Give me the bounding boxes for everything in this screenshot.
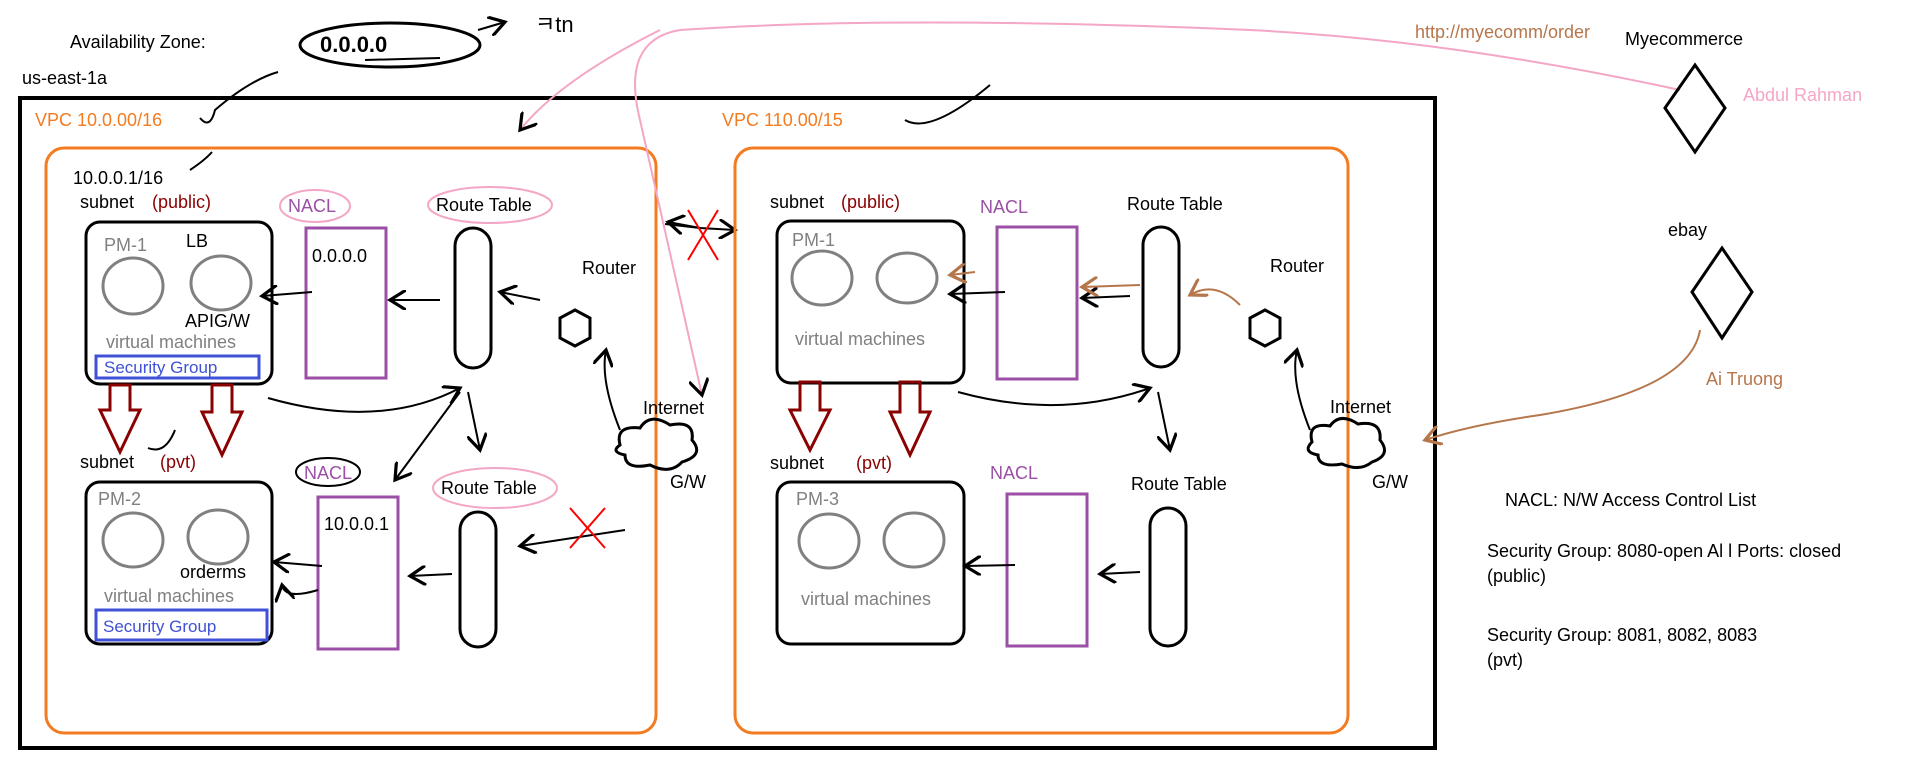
route-table-label-public-right: Route Table	[1127, 194, 1223, 214]
vms-label: virtual machines	[106, 332, 236, 352]
vm-circle	[797, 512, 861, 570]
subnet-type-public-left: (public)	[152, 192, 211, 212]
flow-arrow-down	[97, 383, 143, 456]
router-label-right: Router	[1270, 256, 1324, 276]
subnet-type-public-right: (public)	[841, 192, 900, 212]
pm3-label: PM-3	[796, 489, 839, 509]
ebay-request-path	[1425, 329, 1701, 440]
svg-text:ㅋtn: ㅋtn	[535, 12, 574, 37]
nacl-value-pvt-left: 10.0.0.1	[324, 514, 389, 534]
subnet-label-pvt-right: subnet	[770, 453, 824, 473]
ip-scribble: 0.0.0.0 ㅋtn	[298, 12, 574, 69]
availability-zone-label: Availability Zone:	[70, 32, 206, 52]
gateway-label-left: G/W	[670, 472, 706, 492]
route-table-label-public-left: Route Table	[436, 195, 532, 215]
user-ai-truong: Ai Truong	[1706, 369, 1783, 389]
subnet-label-public-right: subnet	[770, 192, 824, 212]
vms-label: virtual machines	[795, 329, 925, 349]
scribble-check	[199, 71, 279, 124]
vms-label: virtual machines	[801, 589, 931, 609]
apigw-label: APIG/W	[185, 311, 250, 331]
myecommerce-diamond-icon	[1663, 62, 1727, 155]
security-group-label: Security Group	[103, 617, 216, 636]
vm-circle	[101, 511, 165, 569]
blocked-x-icon	[687, 209, 719, 261]
security-group-box	[94, 354, 261, 380]
internet-label-right: Internet	[1330, 397, 1391, 417]
svg-text:0.0.0.0: 0.0.0.0	[320, 32, 387, 57]
route-table-label-pvt-right: Route Table	[1131, 474, 1227, 494]
route-table-highlight	[432, 467, 558, 509]
orderms-label: orderms	[180, 562, 246, 582]
router-icon-right	[1248, 308, 1282, 348]
subnet-type-pvt-left: (pvt)	[160, 452, 196, 472]
note-sg-public-type: (public)	[1487, 566, 1546, 586]
availability-zone-box	[18, 96, 1437, 750]
lb-label: LB	[186, 231, 208, 251]
vm-circle	[101, 256, 165, 316]
scribble-mark	[189, 151, 213, 171]
security-group-label: Security Group	[104, 358, 217, 377]
note-sg-pvt-type: (pvt)	[1487, 650, 1523, 670]
request-path	[634, 21, 1681, 396]
nacl-box-public-left	[304, 226, 388, 380]
flow-arrow-down	[887, 380, 933, 459]
vpc-left-label: VPC 10.0.00/16	[35, 110, 162, 130]
ebay-diamond-icon	[1690, 245, 1754, 341]
user-abdul-rahman: Abdul Rahman	[1743, 85, 1862, 105]
pm1-label-left: PM-1	[104, 235, 147, 255]
route-table-highlight	[427, 186, 553, 224]
subnet-label-public-left: subnet	[80, 192, 134, 212]
nacl-box-public-right	[995, 225, 1079, 381]
note-sg-pvt: Security Group: 8081, 8082, 8083	[1487, 625, 1757, 645]
myecommerce-label: Myecommerce	[1625, 29, 1743, 49]
internet-cloud-icon-left	[614, 417, 699, 471]
internet-label-left: Internet	[643, 398, 704, 418]
nacl-highlight	[279, 189, 351, 223]
gateway-label-right: G/W	[1372, 472, 1408, 492]
route-table-pill-pvt-right	[1148, 506, 1188, 648]
blocked-x-icon	[569, 507, 606, 549]
vpc-right-label: VPC 110.00/15	[722, 110, 843, 130]
nacl-label-pvt-right: NACL	[990, 463, 1038, 483]
note-sg-public: Security Group: 8080-open Al l Ports: cl…	[1487, 541, 1841, 561]
cidr-note: 10.0.0.1/16	[73, 168, 163, 188]
nacl-label-pvt-left: NACL	[304, 463, 352, 483]
ebay-label: ebay	[1668, 220, 1707, 240]
subnet-type-pvt-right: (pvt)	[856, 453, 892, 473]
pm1-label-right: PM-1	[792, 230, 835, 250]
flow-arrow-down	[199, 383, 245, 459]
security-group-box	[94, 608, 269, 642]
route-table-pill-pvt-left	[458, 510, 498, 649]
vpc-right-box	[733, 146, 1350, 735]
internet-cloud-icon-right	[1306, 417, 1386, 469]
route-table-label-pvt-left: Route Table	[441, 478, 537, 498]
vm-circle	[882, 511, 946, 569]
router-label-left: Router	[582, 258, 636, 278]
pm2-label: PM-2	[98, 489, 141, 509]
nacl-box-pvt-right	[1005, 492, 1089, 648]
nacl-highlight	[295, 457, 361, 487]
route-table-pill-public-left	[453, 226, 493, 370]
route-table-pill-public-right	[1141, 225, 1181, 369]
vm-circle	[189, 254, 253, 312]
nacl-box-pvt-left	[316, 495, 400, 651]
subnet-label-pvt-left: subnet	[80, 452, 134, 472]
note-nacl-def: NACL: N/W Access Control List	[1505, 490, 1756, 510]
vm-circle	[186, 508, 250, 566]
nacl-label-public-right: NACL	[980, 197, 1028, 217]
region-label: us-east-1a	[22, 68, 108, 88]
router-icon-left	[558, 308, 592, 348]
vm-circle	[875, 251, 939, 305]
vpc-left-box	[44, 146, 658, 735]
nacl-label-public-left: NACL	[288, 196, 336, 216]
nacl-value-public-left: 0.0.0.0	[312, 246, 367, 266]
flow-arrow-down	[787, 380, 833, 454]
vm-circle	[790, 249, 854, 307]
order-url: http://myecomm/order	[1415, 22, 1590, 42]
vms-label: virtual machines	[104, 586, 234, 606]
